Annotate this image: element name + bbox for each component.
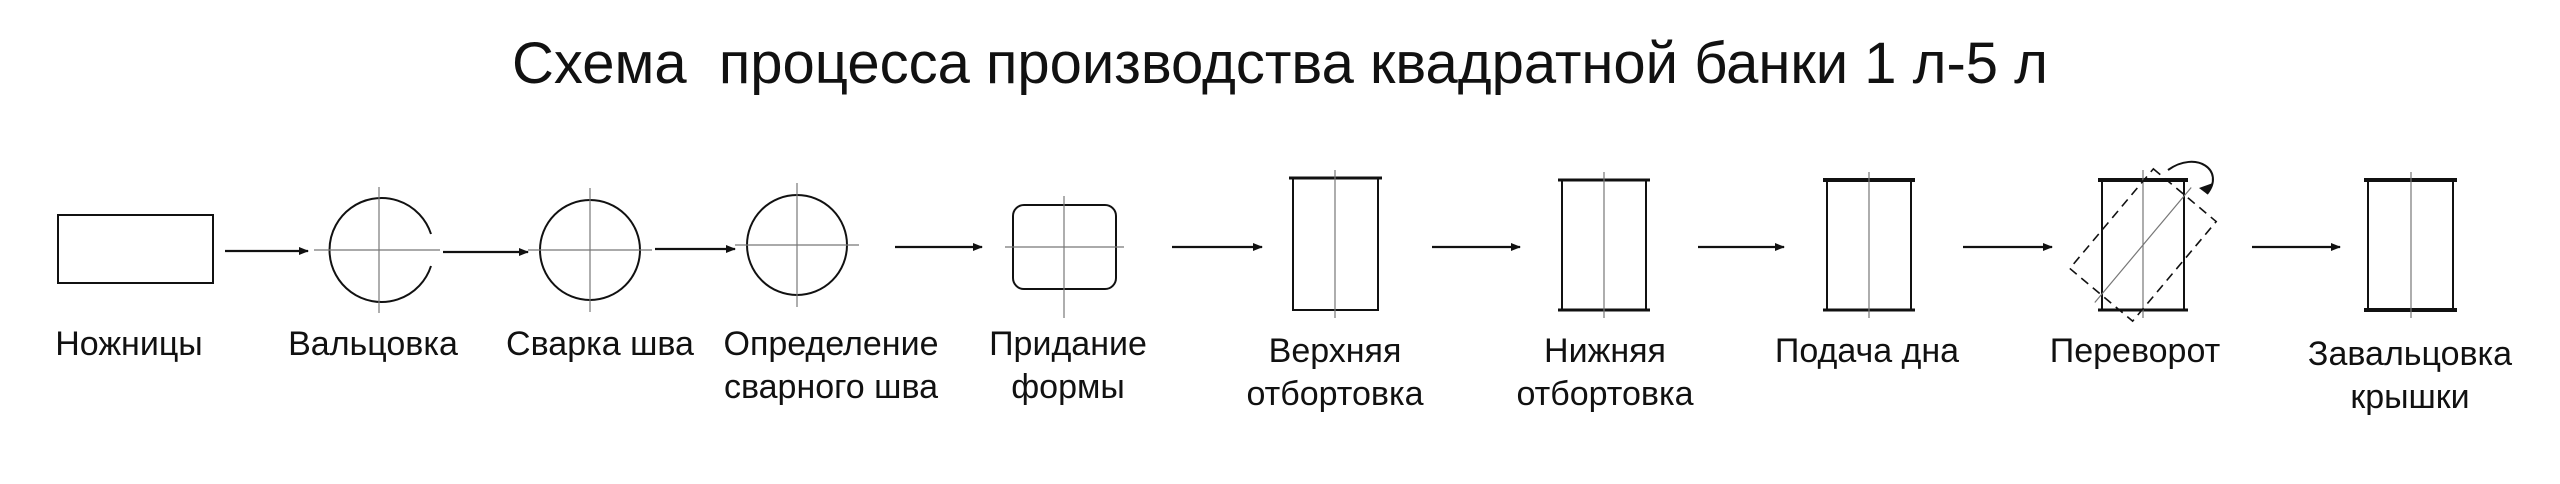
step-label-shears: Ножницы <box>55 325 203 363</box>
open-circle-icon <box>314 187 440 313</box>
rotating-can-icon <box>2068 160 2218 323</box>
step-label-seam-welding: Сварка шва <box>506 325 694 363</box>
can-body-icon <box>2364 172 2457 318</box>
welded-circle-icon <box>735 183 859 307</box>
can-body-icon <box>1823 172 1915 318</box>
diagram-title: Схема процесса производства квадратной б… <box>511 31 2048 96</box>
rounded-square-icon <box>1005 196 1124 318</box>
can-body-icon <box>1289 170 1382 318</box>
welded-circle-icon <box>528 188 652 312</box>
step-label-seam-detection: Определение сварного шва <box>723 325 939 406</box>
step-label-bottom-flanging: Нижняя отбортовка <box>1516 332 1694 413</box>
step-label-lid-seaming: Завальцовка крышки <box>2307 335 2513 416</box>
can-body-icon <box>1558 172 1650 318</box>
rectangle-blank-icon <box>57 214 214 284</box>
step-label-inverting: Переворот <box>2049 332 2221 370</box>
step-label-shaping: Придание формы <box>989 325 1147 406</box>
step-label-top-flanging: Верхняя отбортовка <box>1246 332 1424 413</box>
step-label-bottom-feeding: Подача дна <box>1774 332 1960 370</box>
step-label-rolling: Вальцовка <box>288 325 458 363</box>
